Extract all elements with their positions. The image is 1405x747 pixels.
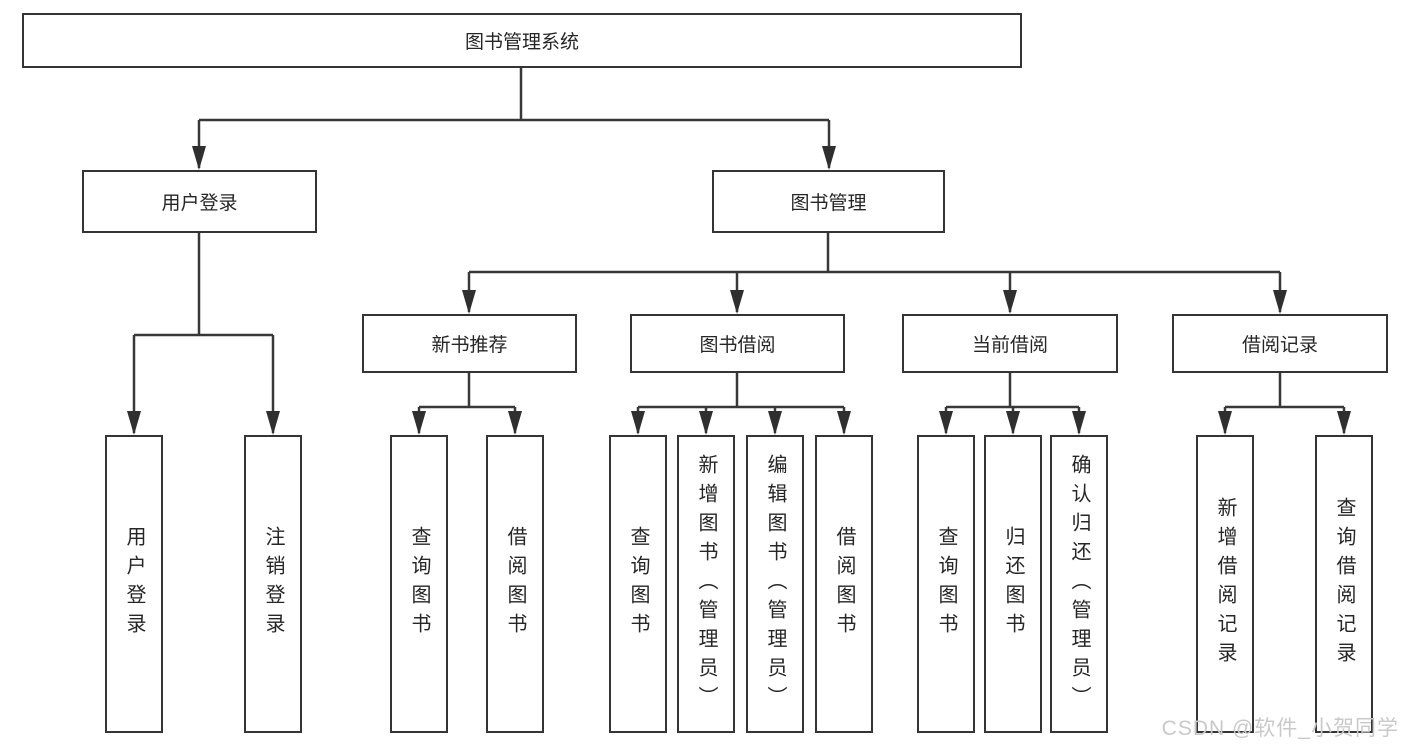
leaf-user-login: 用户登录 xyxy=(105,435,163,733)
leaf-query-borrow-record: 查询借阅记录 xyxy=(1315,435,1373,733)
node-book-management: 图书管理 xyxy=(712,170,945,233)
leaf-return-book: 归还图书 xyxy=(984,435,1042,733)
leaf-add-book-admin: 新增图书（管理员） xyxy=(677,435,735,733)
leaf-confirm-return-admin: 确认归还（管理员） xyxy=(1050,435,1108,733)
node-borrowing-records: 借阅记录 xyxy=(1172,314,1388,373)
node-user-login: 用户登录 xyxy=(82,170,317,233)
connector-arrows xyxy=(127,120,1351,435)
leaf-query-books-current: 查询图书 xyxy=(917,435,975,733)
leaf-logout: 注销登录 xyxy=(244,435,302,733)
leaf-borrow-books-recommend: 借阅图书 xyxy=(486,435,544,733)
csdn-watermark: CSDN @软件_小贺同学 xyxy=(1161,717,1399,740)
leaf-query-books-recommend: 查询图书 xyxy=(390,435,448,733)
leaf-add-borrow-record: 新增借阅记录 xyxy=(1196,435,1254,733)
leaf-query-books-borrowing: 查询图书 xyxy=(609,435,667,733)
node-current-borrowing: 当前借阅 xyxy=(902,314,1118,373)
node-new-book-recommend: 新书推荐 xyxy=(362,314,577,373)
node-root-library-system: 图书管理系统 xyxy=(22,13,1022,68)
leaf-borrow-books: 借阅图书 xyxy=(815,435,873,733)
node-book-borrowing: 图书借阅 xyxy=(630,314,845,373)
leaf-edit-book-admin: 编辑图书（管理员） xyxy=(746,435,804,733)
